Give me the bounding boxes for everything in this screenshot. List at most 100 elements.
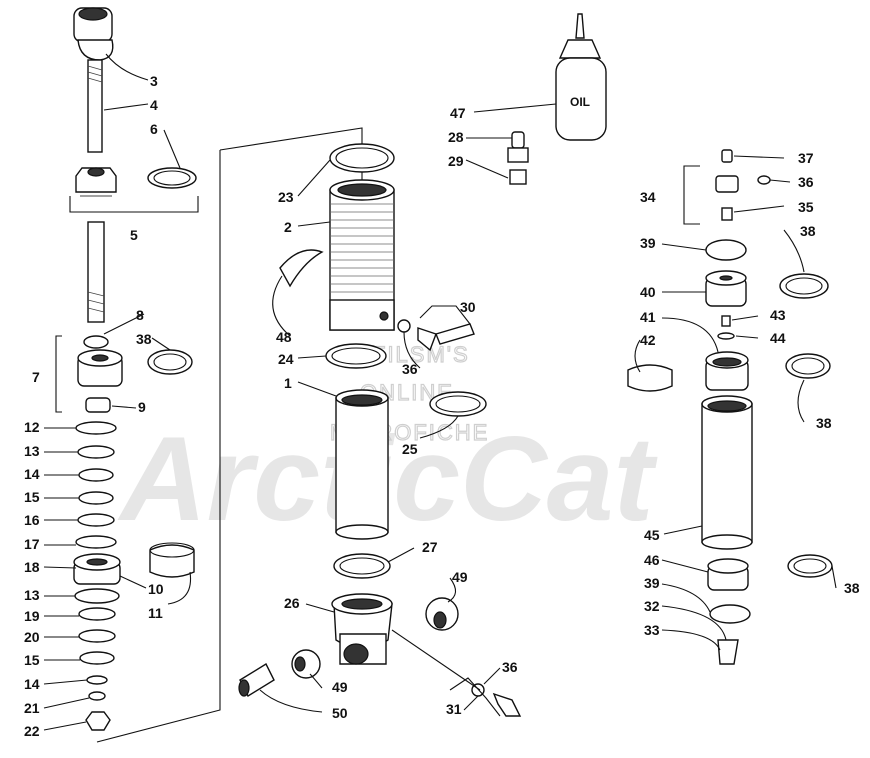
bracket-7 [55,335,62,413]
callout-38-lower: 38 [844,580,860,596]
left-rod-stack [55,7,199,731]
callout-14-lower: 14 [24,676,40,692]
callout-8: 8 [136,307,144,323]
ring-39-upper [705,239,747,261]
reservoir-tube-45 [701,395,753,550]
callout-18: 18 [24,559,40,575]
leader-lines [43,53,837,731]
fitting-30 [397,319,475,352]
callout-36-center: 36 [402,361,418,377]
callout-6: 6 [150,121,158,137]
right-reservoir-stack [627,149,833,665]
callout-37: 37 [798,150,814,166]
rod-nut-5 [75,167,117,197]
callout-3: 3 [150,73,158,89]
callout-27: 27 [422,539,438,555]
callout-2: 2 [284,219,292,235]
assembly-bracket-left [96,150,221,743]
bracket-5 [69,196,199,213]
oil-label: OIL [570,95,590,109]
callout-45: 45 [644,527,660,543]
bracket-34 [683,165,700,225]
band-42 [627,364,673,392]
callout-36-lower: 36 [502,659,518,675]
callout-46: 46 [644,552,660,568]
piston-10 [73,553,121,585]
piston-41 [705,351,749,391]
callout-4: 4 [150,97,158,113]
fitting-32-33 [717,639,739,665]
callout-33: 33 [644,622,660,638]
callout-39-upper: 39 [640,235,656,251]
lower-rod [87,221,105,323]
fitting-31 [471,683,522,717]
bushing-49-right [425,597,459,631]
sleeve-50 [238,663,275,697]
callout-5: 5 [130,227,138,243]
callout-34: 34 [640,189,656,205]
callout-23: 23 [278,189,294,205]
callout-14-upper: 14 [24,466,40,482]
callout-41: 41 [640,309,656,325]
callout-50: 50 [332,705,348,721]
callout-labels: 3 4 6 5 8 38 7 9 12 13 14 15 16 17 18 10… [24,73,860,739]
end-cap-26 [331,593,393,665]
shim-stack-lower [74,588,120,701]
ring-23 [329,143,395,173]
callout-38-mid: 38 [816,415,832,431]
callout-7: 7 [32,369,40,385]
piston-rod [87,59,103,153]
callout-48: 48 [276,329,292,345]
callout-36-right: 36 [798,174,814,190]
clip-48 [279,249,324,288]
watermark-line-1: FILSM'S [372,342,470,367]
callout-32: 32 [644,598,660,614]
callout-44: 44 [770,330,786,346]
valve-28-29 [507,131,529,185]
callout-49-left: 49 [332,679,348,695]
callout-25: 25 [402,441,418,457]
bracket-30 [419,305,471,325]
piston-band-11 [149,542,195,578]
shock-body-2 [329,179,395,331]
callout-10: 10 [148,581,164,597]
callout-9: 9 [138,399,146,415]
rod-eyelet [73,7,114,61]
callout-20: 20 [24,629,40,645]
callout-29: 29 [448,153,464,169]
cap-40 [705,270,747,307]
callout-38-upper: 38 [800,223,816,239]
center-body-stack: OIL [238,13,729,717]
callout-43: 43 [770,307,786,323]
callout-17: 17 [24,536,40,552]
bushing-49-left [291,649,321,679]
callout-22: 22 [24,723,40,739]
callout-31: 31 [446,701,462,717]
callout-13-lower: 13 [24,587,40,603]
bushing-9 [85,397,111,413]
callout-39-lower: 39 [644,575,660,591]
end-cap-46 [707,558,749,591]
callout-47: 47 [450,105,466,121]
ring-38-lower [787,554,833,578]
washer-8 [83,335,109,349]
piston-nut-22 [85,711,111,731]
callout-1: 1 [284,375,292,391]
inner-tube-1 [335,389,389,540]
oil-bottle-47: OIL [555,13,607,141]
callout-28: 28 [448,129,464,145]
callout-21: 21 [24,700,40,716]
callout-16: 16 [24,512,40,528]
callout-35: 35 [798,199,814,215]
leader-cap-to-fitting [391,629,481,691]
screw-43 [721,315,731,327]
callout-12: 12 [24,419,40,435]
callout-15-upper: 15 [24,489,40,505]
seal-head-7 [77,349,123,387]
callout-40: 40 [640,284,656,300]
callout-42: 42 [640,332,656,348]
washer-44 [717,332,735,340]
callout-13-upper: 13 [24,443,40,459]
